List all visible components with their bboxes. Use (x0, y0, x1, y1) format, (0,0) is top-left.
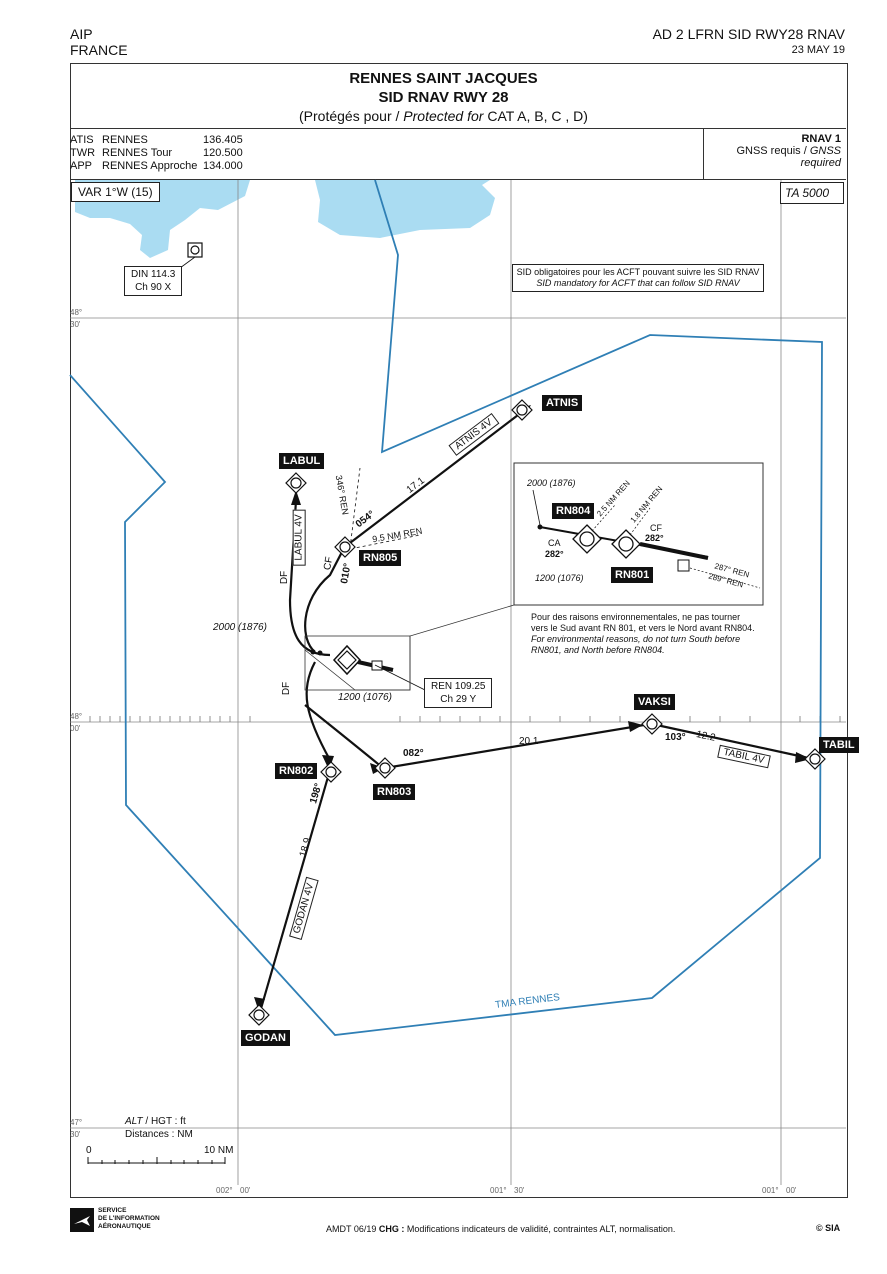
lat-label: 47° (70, 1118, 83, 1127)
comm-row: ATIS RENNES 136.405 (70, 134, 243, 146)
comm-row: APP RENNES Approche 134.000 (70, 160, 243, 172)
comms-table: ATIS RENNES 136.405 TWR RENNES Tour 120.… (70, 134, 243, 173)
waypoint-atnis-symbol (511, 399, 533, 421)
amendment-note: AMDT 06/19 CHG : Modifications indicateu… (326, 1224, 676, 1234)
waypoint-vaksi-label: VAKSI (634, 694, 675, 710)
lat-label: 48° (70, 308, 83, 317)
procedure-title: SID RNAV RWY 28 (378, 89, 509, 106)
waypoint-godan-label: GODAN (241, 1030, 290, 1046)
lat-label: 30' (70, 320, 81, 329)
inset-altitude: 2000 (1876) (527, 478, 576, 488)
waypoint-tabil-symbol (804, 748, 826, 770)
waypoint-labul-symbol (285, 472, 307, 494)
legend-alt: ALT / HGT : ft (125, 1116, 186, 1127)
inset-detail (532, 489, 761, 589)
df-label: DF (281, 681, 293, 696)
inset-heading: 282° (645, 533, 664, 543)
copyright: © SIA (816, 1223, 841, 1233)
waypoint-godan-symbol (248, 1004, 270, 1026)
lon-label: 001° (762, 1186, 779, 1195)
sid-mandatory-note: SID obligatoires pour les ACFT pouvant s… (512, 264, 764, 292)
waypoint-tabil-label: TABIL (819, 737, 859, 753)
environmental-note: Pour des raisons environnementales, ne p… (531, 612, 755, 655)
inset-heading: 282° (545, 549, 564, 559)
waypoint-atnis-label: ATNIS (542, 395, 583, 411)
rnav-box: RNAV 1 GNSS requis / GNSS required (703, 128, 847, 179)
inset-altitude: 1200 (1076) (535, 573, 584, 583)
legend-distances: Distances : NM (125, 1129, 193, 1140)
waypoint-rn803-label: RN803 (373, 784, 416, 800)
country-label: FRANCE (70, 42, 128, 58)
lon-label: 30' (514, 1186, 525, 1195)
altitude-constraint: 2000 (1876) (213, 622, 267, 633)
scale-bar (87, 1157, 226, 1164)
inset-cf-label: CF (650, 523, 662, 533)
lon-label: 002° (216, 1186, 233, 1195)
waypoint-labul-label: LABUL (279, 453, 325, 469)
route-distance: 20.1 (519, 736, 539, 747)
din-vor-box: DIN 114.3 Ch 90 X (124, 266, 183, 296)
waypoint-rn802-symbol (320, 761, 342, 783)
din-vor-symbol (187, 242, 203, 258)
sia-logo-icon (70, 1208, 94, 1232)
waypoint-rn801-label: RN801 (611, 567, 654, 583)
inset-source-box (304, 635, 411, 691)
waypoint-rn805-symbol (334, 536, 356, 558)
route-heading: 103° (665, 732, 686, 743)
df-label: DF (279, 570, 291, 585)
waypoint-symbols (187, 242, 826, 1026)
lake-water (140, 180, 495, 238)
altitude-constraint: 1200 (1076) (338, 692, 392, 703)
lat-label: 30' (70, 1130, 81, 1139)
waypoint-rn803-symbol (374, 757, 396, 779)
org-name: SERVICE DE L'INFORMATION AÉRONAUTIQUE (98, 1207, 160, 1230)
lon-label: 001° (490, 1186, 507, 1195)
tma-boundary (69, 179, 823, 1036)
chart-reference: AD 2 LFRN SID RWY28 RNAV (652, 26, 845, 42)
divider (70, 128, 846, 129)
divider (70, 179, 846, 180)
scale-zero: 0 (86, 1145, 92, 1156)
scale-ten: 10 NM (204, 1145, 234, 1156)
aerodrome-title: RENNES SAINT JACQUES (349, 70, 538, 87)
cf-label: CF (322, 555, 336, 572)
waypoint-rn804-label: RN804 (552, 503, 595, 519)
route-labul-4v-label: LABUL 4V (292, 509, 306, 566)
waypoint-vaksi-symbol (641, 713, 663, 735)
ren-dme-box: REN 109.25 Ch 29 Y (424, 678, 493, 708)
aip-label: AIP (70, 26, 93, 42)
variation-label: VAR 1°W (15) (71, 182, 160, 202)
lon-label: 00' (786, 1186, 797, 1195)
waypoint-rn805-label: RN805 (359, 550, 402, 566)
chart-frame (70, 63, 848, 1198)
comm-row: TWR RENNES Tour 120.500 (70, 147, 243, 159)
airport-symbol (332, 644, 394, 676)
protection-note: (Protégés pour / Protected for CAT A, B,… (299, 108, 588, 124)
chart-date: 23 MAY 19 (791, 44, 845, 56)
graticule (70, 180, 846, 1185)
transition-altitude-label: TA 5000 (780, 182, 844, 204)
route-heading: 082° (403, 748, 424, 759)
lat-label: 48° (70, 712, 83, 721)
tick-marks (89, 716, 841, 722)
inset-ca-label: CA (548, 538, 561, 548)
waypoint-rn802-label: RN802 (275, 763, 318, 779)
lat-label: 00' (70, 724, 81, 733)
lon-label: 00' (240, 1186, 251, 1195)
